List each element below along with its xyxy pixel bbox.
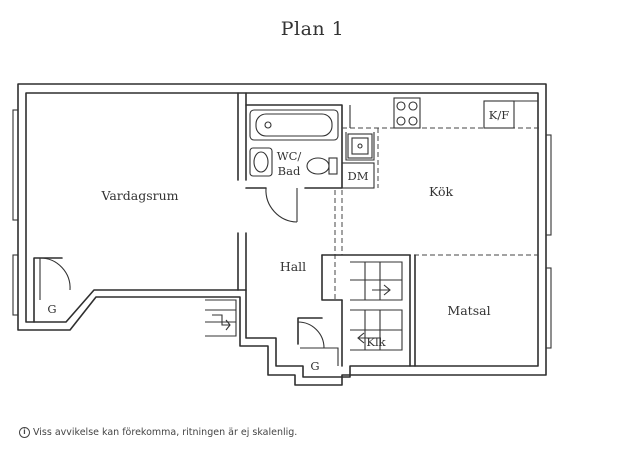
g-left-closet xyxy=(33,257,71,323)
outer-walls xyxy=(17,83,547,386)
room-label-kf: K/F xyxy=(489,108,509,122)
room-label-hall: Hall xyxy=(280,259,306,274)
room-label-wc-line2: Bad xyxy=(278,164,301,178)
kitchen-fixtures xyxy=(341,97,540,189)
info-icon: i xyxy=(19,427,30,438)
hall-stair xyxy=(205,299,237,337)
g-bottom-closet xyxy=(297,317,339,366)
footnote: i Viss avvikelse kan förekomma, ritninge… xyxy=(19,427,297,438)
room-label-matsal: Matsal xyxy=(447,303,490,318)
room-label-g-left: G xyxy=(47,302,56,316)
stair-walls xyxy=(321,190,538,367)
windows xyxy=(12,109,552,349)
room-label-wc-line1: WC/ xyxy=(277,149,302,163)
room-label-g-bottom: G xyxy=(310,359,319,373)
footnote-text: Viss avvikelse kan förekomma, ritningen … xyxy=(33,427,298,438)
room-label-kok: Kök xyxy=(429,184,454,199)
room-label-klk: Klk xyxy=(366,335,386,349)
room-label-dm: DM xyxy=(348,169,369,183)
page-title: Plan 1 xyxy=(280,18,345,40)
vardagsrum-walls xyxy=(237,92,247,291)
room-label-vardagsrum: Vardagsrum xyxy=(100,188,178,203)
bathroom-walls xyxy=(245,104,343,223)
